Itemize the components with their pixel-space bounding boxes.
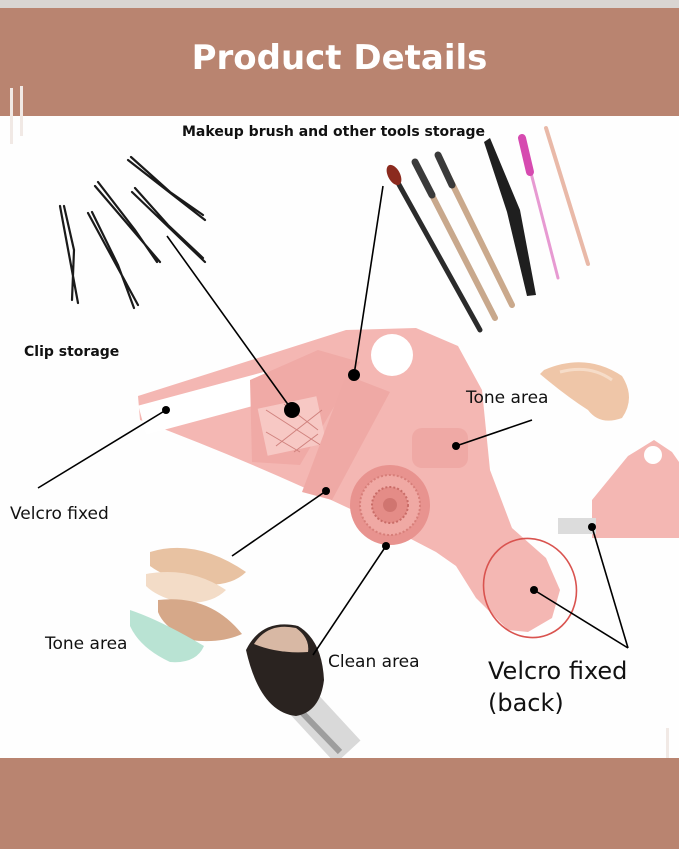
label-tone-area-right: Tone area	[466, 388, 549, 408]
header-band	[0, 0, 679, 116]
footer-band	[0, 758, 679, 849]
makeup-tools-image	[386, 126, 590, 333]
label-tools-storage: Makeup brush and other tools storage	[182, 124, 486, 140]
tone-swatch-left-image	[130, 547, 246, 663]
tone-swatch-right-image	[540, 362, 629, 421]
label-velcro-fixed-back: Velcro fixed (back)	[488, 655, 627, 719]
cleaning-pad-image	[350, 465, 430, 545]
decorative-stripe	[20, 86, 23, 136]
label-velcro-fixed: Velcro fixed	[10, 504, 109, 524]
label-velcro-back-line1: Velcro fixed	[488, 657, 628, 685]
decorative-stripe	[10, 88, 13, 144]
palette-back-image	[592, 440, 679, 538]
callout-dots	[162, 369, 596, 594]
label-clean-area: Clean area	[328, 652, 420, 672]
kabuki-brush-image	[246, 624, 361, 764]
bobby-pins-image	[58, 155, 207, 310]
label-tone-area-left: Tone area	[45, 634, 128, 654]
page-title: Product Details	[191, 38, 488, 78]
decorative-stripe	[666, 728, 669, 786]
label-clip-storage: Clip storage	[24, 344, 120, 360]
header-top-edge	[0, 0, 679, 8]
label-velcro-back-line2: (back)	[488, 689, 564, 717]
brush-holder-image	[250, 350, 360, 465]
callout-lines	[37, 185, 629, 656]
